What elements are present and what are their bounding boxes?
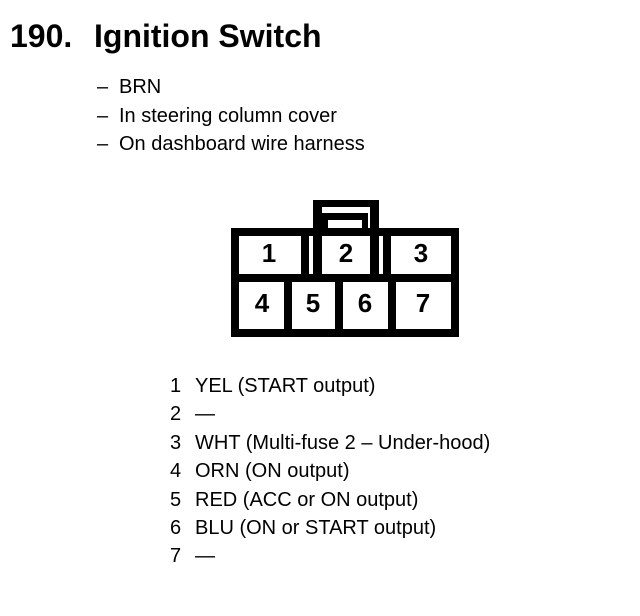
detail-item-color: – BRN [97,73,365,102]
detail-text: In steering column cover [119,104,337,127]
pinout-pin-number: 4 [170,460,182,483]
pinout-list: 1 YEL (START output) 2 — 3 WHT (Multi-fu… [170,372,490,571]
pinout-pin-number: 7 [170,545,182,568]
pin-cavity-1: 1 [261,238,277,268]
row-divider [237,274,453,282]
connector-diagram: 1 2 3 4 5 6 7 [231,200,459,337]
pinout-pin-number: 3 [170,431,182,454]
pinout-pin-desc: YEL (START output) [195,375,376,397]
pinout-pin-number: 2 [170,403,182,426]
cell-divider-2-3 [383,228,391,282]
pinout-row: 3 WHT (Multi-fuse 2 – Under-hood) [170,429,490,457]
pin-cavity-3: 3 [413,238,429,268]
detail-item-harness: – On dashboard wire harness [97,130,365,159]
pinout-pin-desc: ORN (ON output) [195,460,350,483]
pinout-row: 7 — [170,542,490,570]
detail-text: BRN [119,76,162,98]
dash-bullet: – [97,104,109,127]
pin-cavity-5: 5 [305,288,321,318]
pinout-row: 4 ORN (ON output) [170,457,490,485]
pinout-pin-desc: WHT (Multi-fuse 2 – Under-hood) [195,431,491,454]
pin-cavity-7: 7 [415,288,431,318]
connector-body [231,228,459,337]
cell-divider-1-2 [301,228,309,282]
pinout-pin-number: 5 [170,488,182,511]
pinout-pin-desc: RED (ACC or ON output) [195,488,419,511]
pinout-pin-desc: — [195,403,215,426]
pin-cavity-2: 2 [338,238,354,268]
pinout-pin-desc: BLU (ON or START output) [195,517,437,540]
page-title: 190. Ignition Switch [10,19,322,53]
pinout-row: 5 RED (ACC or ON output) [170,486,490,514]
latch-side-right [370,228,379,282]
detail-list: – BRN – In steering column cover – On da… [97,73,365,159]
pin-cavity-6: 6 [357,288,373,318]
dash-bullet: – [97,76,109,98]
item-title: Ignition Switch [94,18,322,54]
cell-divider-6-7 [388,282,396,329]
pinout-pin-number: 6 [170,517,182,540]
pinout-row: 2 — [170,400,490,428]
pinout-row: 1 YEL (START output) [170,372,490,400]
cell-divider-4-5 [284,282,292,329]
dash-bullet: – [97,133,109,155]
pin-cavity-4: 4 [254,288,270,318]
detail-item-location: – In steering column cover [97,102,365,131]
pinout-pin-desc: — [195,545,215,568]
latch-side-left [313,228,322,282]
detail-text: On dashboard wire harness [119,133,365,155]
pinout-row: 6 BLU (ON or START output) [170,514,490,542]
pinout-pin-number: 1 [170,375,182,397]
cell-divider-5-6 [335,282,343,329]
item-number: 190. [10,18,73,54]
